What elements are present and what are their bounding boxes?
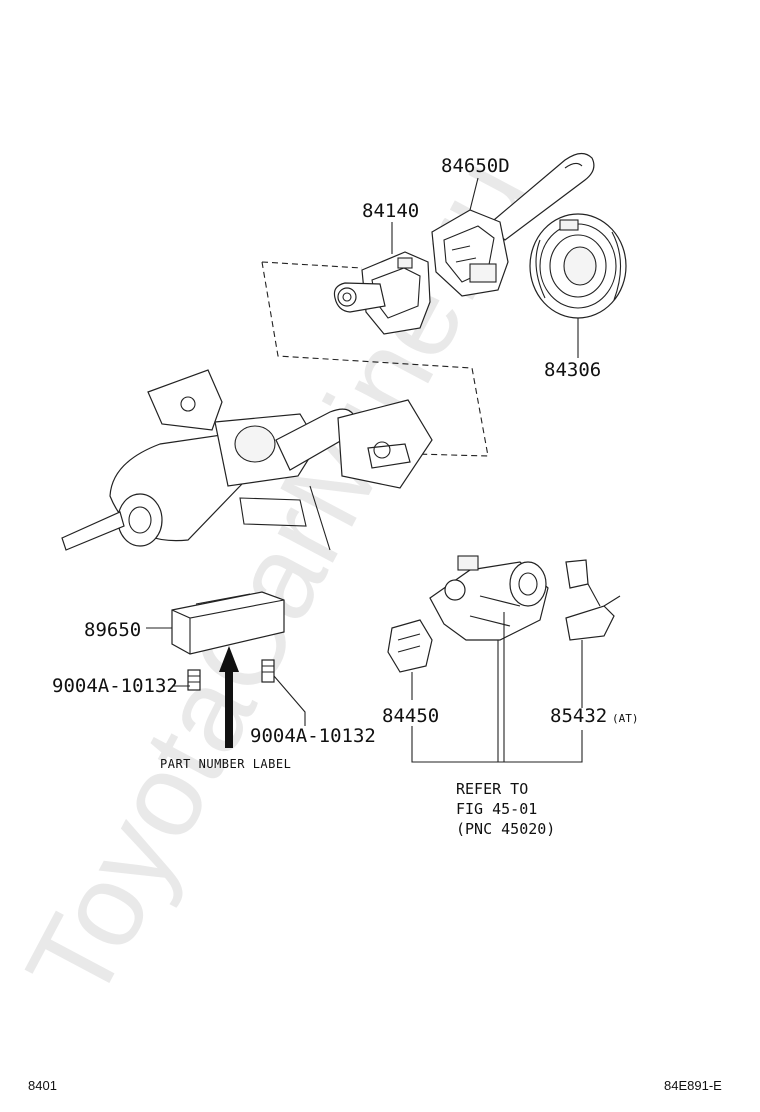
part-number-label-caption: PART NUMBER LABEL (160, 757, 291, 771)
part-note-at: (AT) (612, 712, 639, 725)
part-number-label-arrow (219, 646, 239, 748)
part-number-85432: 85432 (550, 705, 607, 727)
part-number-84450: 84450 (382, 705, 439, 727)
spiral-cable-84306 (529, 213, 627, 319)
bolt-left (187, 669, 201, 691)
part-number-9004a-right: 9004A-10132 (250, 725, 376, 747)
part-number-9004a-left: 9004A-10132 (52, 675, 178, 697)
switch-85432 (565, 559, 621, 641)
turn-signal-switch-84650D (431, 152, 595, 297)
assembly-dashed-outline (261, 261, 489, 457)
figure-code: 84E891-E (664, 1078, 722, 1093)
refer-line-3: (PNC 45020) (456, 820, 555, 838)
part-number-84306: 84306 (544, 359, 601, 381)
bolt-right (261, 659, 275, 683)
refer-line-2: FIG 45-01 (456, 800, 537, 818)
headlamp-switch-84140 (333, 251, 431, 335)
part-number-84140: 84140 (362, 200, 419, 222)
leader-lines (146, 177, 583, 763)
steering-column-assembly (61, 369, 433, 551)
refer-line-1: REFER TO (456, 780, 528, 798)
page-code: 8401 (28, 1078, 57, 1093)
switch-84450 (387, 619, 433, 673)
part-number-84650D: 84650D (441, 155, 510, 177)
power-steering-ecu-89650 (171, 591, 285, 655)
ignition-lock-assembly (429, 555, 549, 641)
part-number-89650: 89650 (84, 619, 141, 641)
